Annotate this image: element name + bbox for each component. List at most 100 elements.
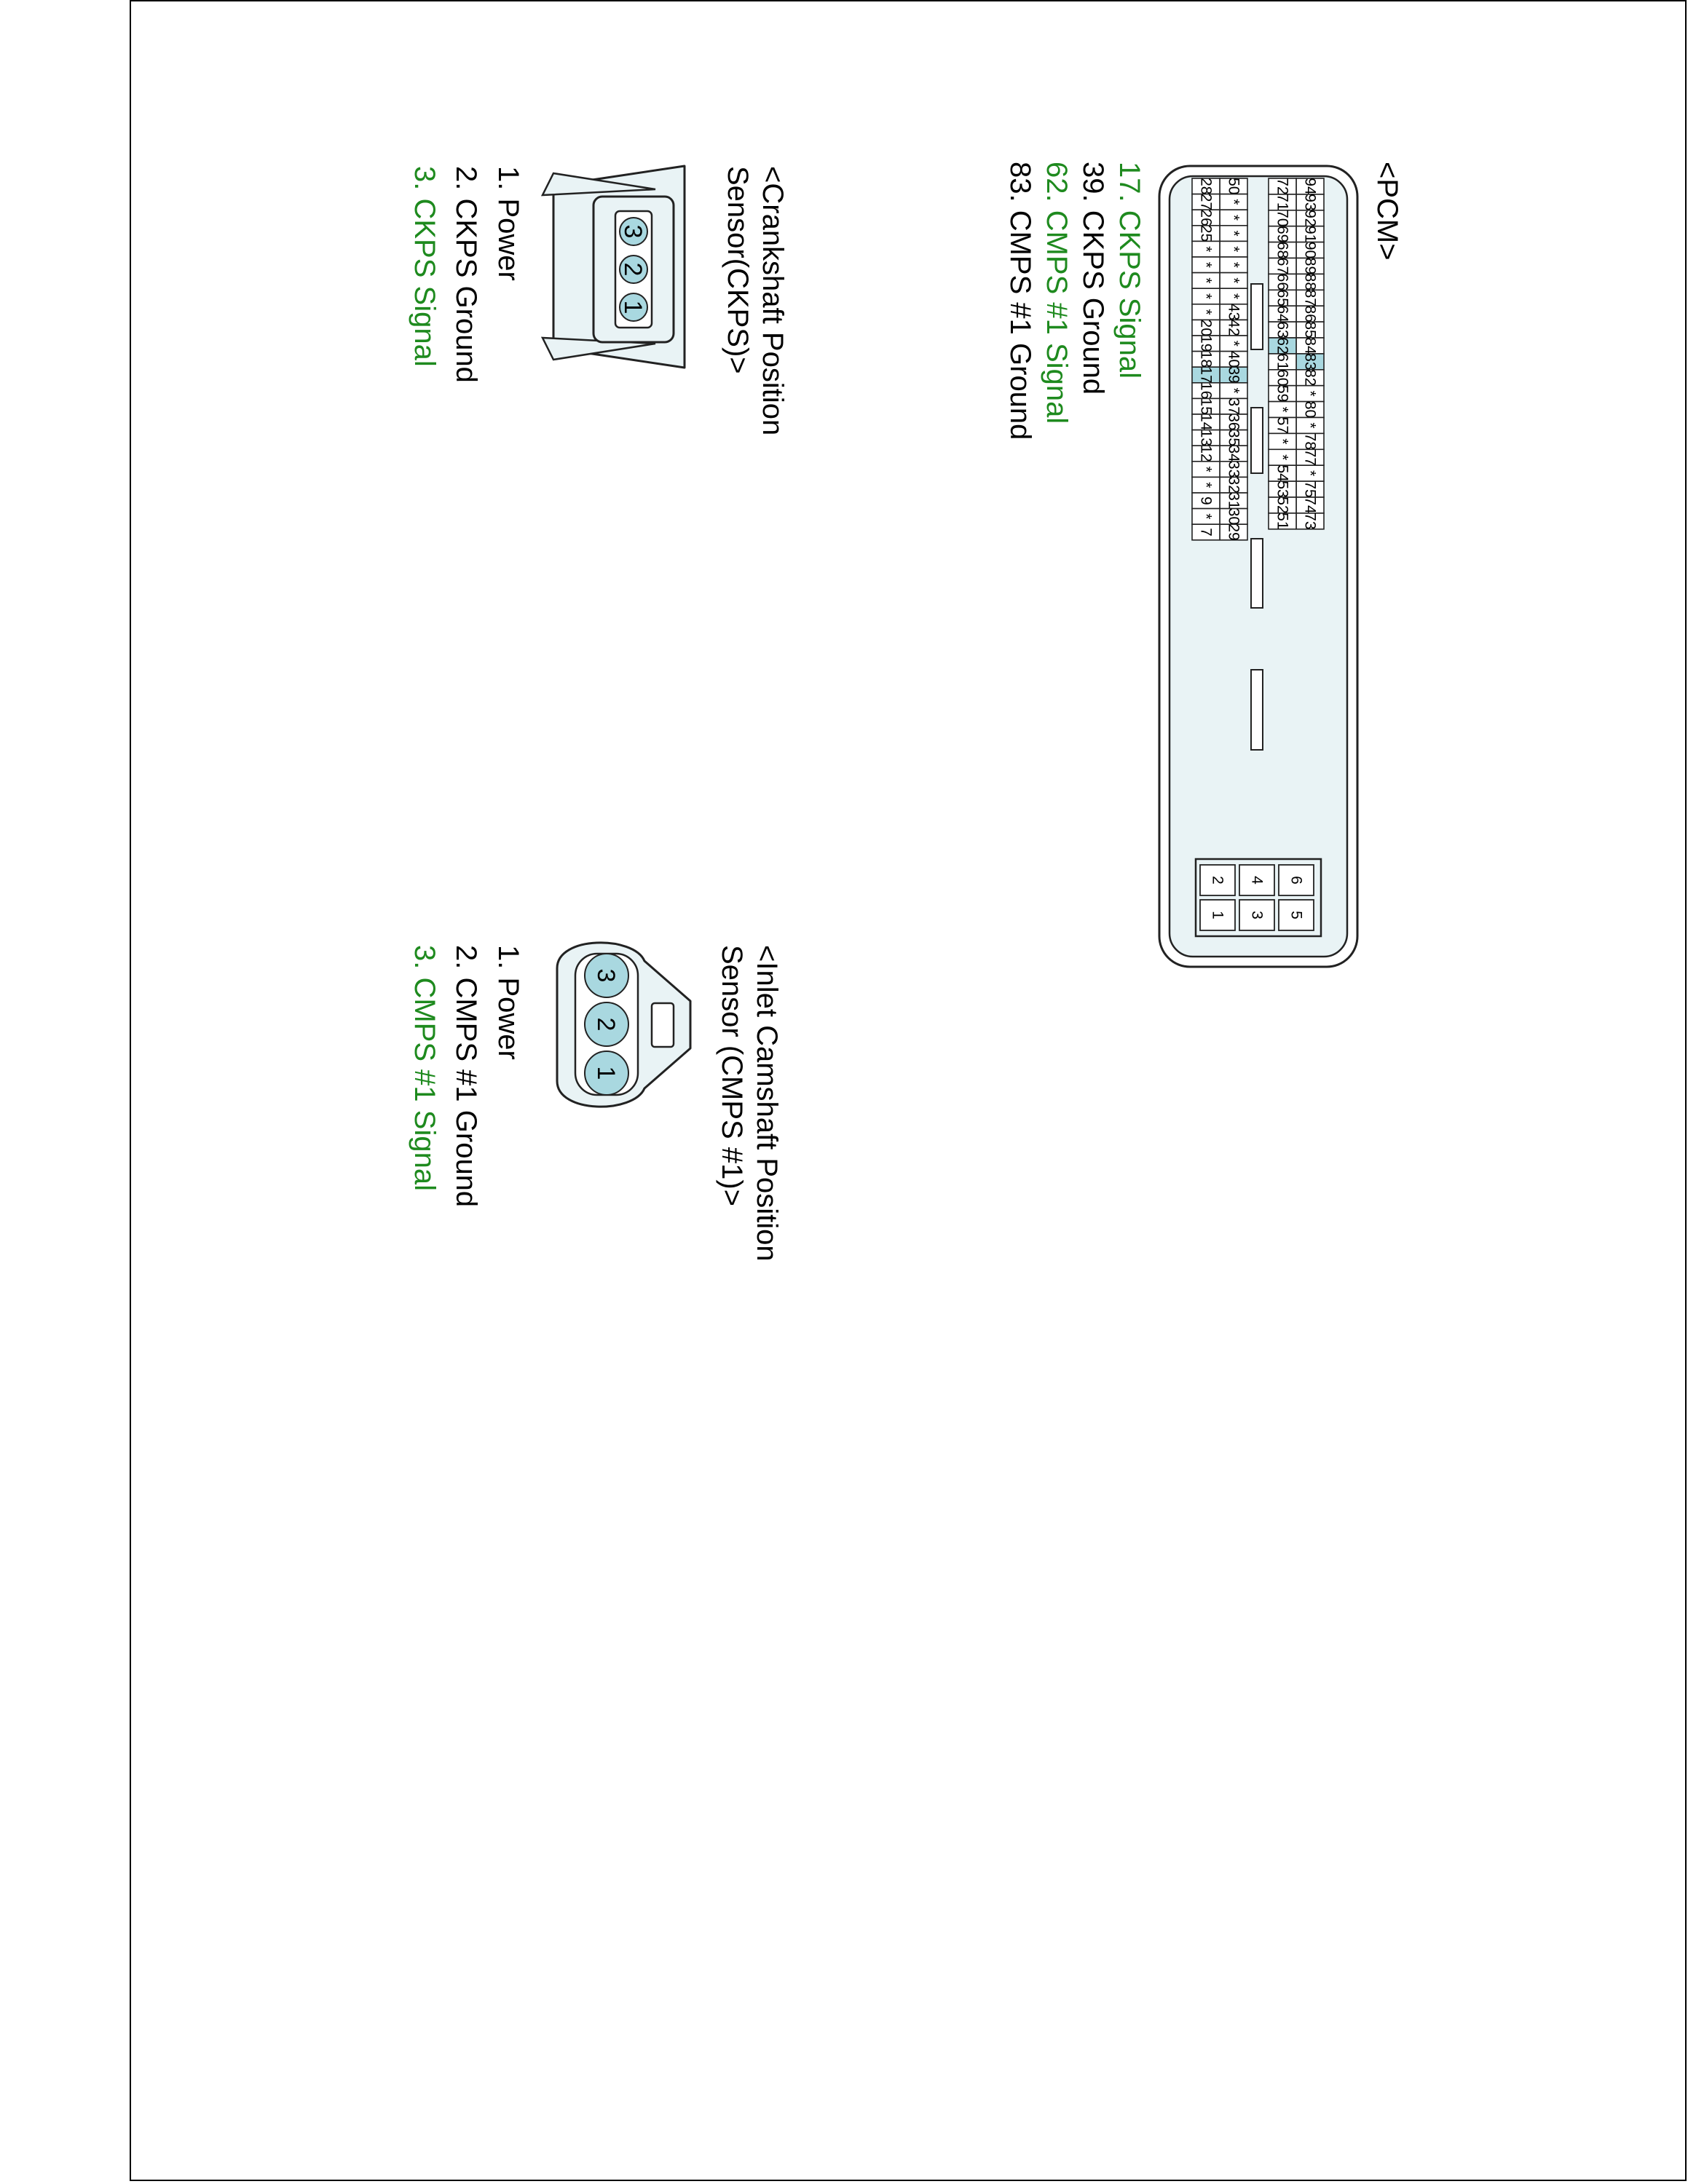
pcm-aux-pin-cell — [1278, 899, 1314, 931]
pcm-key-slot — [1250, 538, 1263, 609]
pcm-pin-label: 29 — [1226, 523, 1242, 540]
pcm-pin-label: 57 — [1274, 417, 1291, 434]
pcm-pin-label: 63 — [1274, 321, 1291, 338]
ckps-pin — [619, 217, 648, 246]
pcm-pin-label: * — [1198, 262, 1215, 268]
pcm-aux-pin-cell — [1199, 899, 1236, 931]
pcm-pin-label: 42 — [1226, 320, 1242, 336]
pcm-pin-cell — [1191, 523, 1220, 541]
cmps-legend-item: 3. CMPS #1 Signal — [409, 945, 441, 1191]
pcm-aux-pin-cell — [1278, 864, 1314, 896]
pcm-legend-item: 62. CMPS #1 Signal — [1041, 162, 1073, 424]
cmps-latch — [650, 1002, 675, 1048]
pcm-pin-label: 68 — [1274, 242, 1291, 258]
pcm-pin-label: 30 — [1226, 508, 1242, 525]
pcm-pin-label: 66 — [1274, 274, 1291, 290]
cmps-section: <Inlet Camshaft Position Sensor (CMPS #1… — [409, 941, 783, 1262]
pcm-pin-label: 80 — [1302, 401, 1319, 418]
pcm-pin-label: 64 — [1274, 305, 1291, 323]
ckps-pin — [619, 293, 648, 322]
pcm-pin-label: 78 — [1302, 433, 1319, 450]
pcm-pin-label: 53 — [1274, 480, 1291, 497]
pcm-pin-label: 87 — [1302, 290, 1319, 306]
pcm-pin-label: 34 — [1226, 445, 1242, 462]
pcm-pin-label: 51 — [1274, 513, 1291, 529]
pcm-pin-label: 26 — [1198, 209, 1215, 226]
pcm-pin-label: 27 — [1198, 194, 1215, 210]
pcm-pin-label: 69 — [1274, 226, 1291, 242]
cmps-pin — [584, 1051, 629, 1096]
cmps-connector: 3 2 1 — [556, 941, 692, 1108]
pcm-legend-item: 83. CMPS #1 Ground — [1004, 162, 1036, 440]
pcm-section: <PCM> 17. CKPS Signal 39. CKPS Ground 62… — [1004, 162, 1403, 968]
pcm-pin-label: 77 — [1302, 449, 1319, 466]
pcm-aux-pin-cell — [1199, 864, 1236, 896]
pcm-pin-label: 35 — [1226, 430, 1242, 446]
pcm-pin-label: 14 — [1198, 414, 1215, 431]
pcm-pin-label: 89 — [1302, 258, 1319, 274]
cmps-legend: 1. Power 2. CMPS #1 Ground 3. CMPS #1 Si… — [409, 945, 524, 1207]
pcm-pin-label: * — [1198, 277, 1215, 283]
pcm-pin-label: 94 — [1302, 178, 1319, 195]
pcm-pin-label: 13 — [1198, 430, 1215, 446]
pcm-pin-label: 16 — [1198, 382, 1215, 399]
pcm-legend: 17. CKPS Signal 39. CKPS Ground 62. CMPS… — [1004, 162, 1145, 440]
ckps-legend-item: 3. CKPS Signal — [409, 166, 441, 367]
pcm-pin-label: 70 — [1274, 210, 1291, 226]
pcm-pin-label: 93 — [1302, 194, 1319, 210]
cmps-pin-label: 2 — [592, 1018, 620, 1032]
pcm-aux-pin-label: 4 — [1249, 876, 1266, 885]
pcm-pin-label: 85 — [1302, 321, 1319, 338]
cmps-pin — [584, 953, 629, 998]
pcm-pin-label: * — [1198, 482, 1215, 488]
pcm-pin-label: * — [1274, 438, 1291, 444]
pcm-pin-cell — [1268, 513, 1297, 530]
pcm-key-slot — [1250, 407, 1263, 474]
pcm-pin-label: 62 — [1274, 337, 1291, 354]
pcm-pin-label: * — [1198, 293, 1215, 299]
pcm-pin-label: 37 — [1226, 398, 1242, 415]
ckps-section: <Crankshaft Position Sensor(CKPS)> 3 2 1… — [409, 165, 789, 435]
cmps-pin-label: 1 — [592, 1067, 620, 1080]
pcm-pin-label: 84 — [1302, 337, 1319, 355]
cmps-pin — [584, 1002, 629, 1047]
pcm-pin-label: 9 — [1198, 496, 1215, 505]
pcm-pin-label: * — [1198, 309, 1215, 315]
pcm-pin-label: * — [1198, 513, 1215, 519]
ckps-pin-label: 1 — [619, 301, 647, 314]
ckps-pin-label: 2 — [619, 263, 647, 277]
ckps-pin — [619, 255, 648, 284]
pcm-pin-label: 86 — [1302, 305, 1319, 322]
pcm-pin-label: * — [1198, 246, 1215, 252]
pcm-pin-label: * — [1302, 470, 1319, 476]
pcm-pin-label: 82 — [1302, 369, 1319, 386]
pcm-pin-label: 33 — [1226, 461, 1242, 478]
pcm-pin-label: 88 — [1302, 274, 1319, 290]
pcm-pin-label: 18 — [1198, 351, 1215, 368]
pcm-pin-label: 74 — [1302, 496, 1319, 514]
pcm-pin-label: 20 — [1198, 320, 1215, 336]
pcm-pin-label: 40 — [1226, 351, 1242, 368]
pcm-pin-label: 36 — [1226, 414, 1242, 430]
ckps-title-line: <Crankshaft Position — [757, 166, 789, 435]
pcm-pin-label: 67 — [1274, 258, 1291, 274]
pcm-pin-label: * — [1302, 391, 1319, 397]
ckps-pin-label: 3 — [619, 225, 647, 239]
cmps-legend-item: 1. Power — [492, 945, 524, 1060]
pcm-pin-label: 83 — [1302, 353, 1319, 370]
pcm-pin-label: 15 — [1198, 398, 1215, 415]
pcm-pin-label: 61 — [1274, 353, 1291, 370]
pcm-pin-label: * — [1226, 388, 1242, 394]
pcm-aux-pin-cell — [1239, 899, 1275, 931]
pcm-pin-label: 25 — [1198, 225, 1215, 242]
pcm-pin-label: 75 — [1302, 480, 1319, 497]
pcm-pin-label: * — [1226, 262, 1242, 268]
pcm-pin-label: 91 — [1302, 226, 1319, 242]
pcm-aux-pin-label: 1 — [1210, 911, 1226, 919]
pcm-pin-label: 90 — [1302, 242, 1319, 258]
pcm-pin-label: 50 — [1226, 178, 1242, 194]
pcm-pin-label: 92 — [1302, 210, 1319, 226]
pcm-key-slot — [1250, 669, 1263, 751]
pcm-legend-item: 39. CKPS Ground — [1077, 162, 1109, 395]
